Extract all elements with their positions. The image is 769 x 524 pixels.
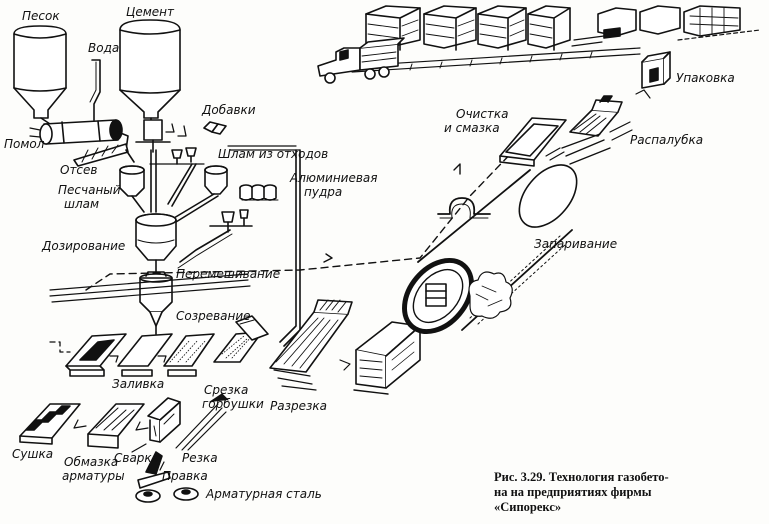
sieve [73,143,135,167]
steam-cloud [468,271,513,319]
label-rod-cutting: Резка [182,451,218,465]
truck [317,37,405,84]
caption-line-2: на на предприятиях фирмы [494,485,652,499]
mould-pouring [65,333,127,377]
dosing-vessel [135,213,177,273]
caption-line-3: «Сипорекс» [494,500,562,514]
label-waste-slurry: Шлам из отходов [218,147,329,161]
caption-line-1: Рис. 3.29. Технология газобето- [494,470,669,484]
dispatch-rails [351,47,641,73]
block-stack-cart [353,321,421,395]
sand-silo [13,25,67,125]
label-additives: Добавки [202,103,256,117]
label-maturing: Созревание [176,309,251,323]
label-trimming-line1: Срезка [204,383,249,397]
label-welding: Сварка [114,451,160,465]
label-cement: Цемент [126,5,174,19]
coating-tank [87,403,145,449]
label-cleaning-line1: Очистка [456,107,509,121]
label-packing: Упаковка [676,71,735,85]
label-sand-slurry-line1: Песчаный [58,183,121,197]
label-cutting: Разрезка [270,399,327,413]
cement-weigher [135,119,187,153]
label-dosing: Дозирование [42,239,126,253]
autoclave [402,164,578,335]
label-drying: Сушка [12,447,54,461]
label-steaming: Запаривание [534,237,618,251]
waste-slurry-tank [204,165,228,195]
mould-maturing-1 [117,333,173,377]
additive-bags [203,121,227,135]
sand-slurry-tank [119,165,145,213]
ball-mill [29,119,129,151]
mould-maturing-2 [163,333,215,377]
mould-return-line [85,143,521,291]
label-coating-line1: Обмазка [64,455,119,469]
label-trimming-line2: горбушки [202,397,264,411]
warehouse-stacks [365,5,761,51]
label-grinding: Помол [4,137,45,151]
rod-cutter [175,393,229,451]
aluminium-drums [239,184,279,201]
steel-coils [135,487,199,503]
label-aluminium-line1: Алюминиевая [290,171,378,185]
aluminium-doser [177,209,253,269]
label-aluminium-line2: пудра [304,185,343,199]
label-water: Вода [88,41,120,55]
label-mixing: Перемешивание [176,267,281,281]
additive-dosers [149,147,205,165]
label-pouring: Заливка [112,377,165,391]
steam-pipe [437,197,491,215]
label-demoulding: Распалубка [630,133,704,147]
floor-lines [49,273,251,303]
feed-pipes [150,149,219,223]
figure-caption: Рис. 3.29. Технология газобето- на на пр… [494,470,766,515]
label-cleaning-line2: и смазка [444,121,500,135]
drying-unit [19,403,81,445]
cement-silo [119,19,181,124]
mould-trimming [213,315,269,363]
label-sieve: Отсев [60,163,98,177]
cleaning-mould [499,117,567,167]
label-coating-line2: арматуры [62,469,125,483]
label-sand-slurry-line2: шлам [64,197,100,211]
label-rebar-steel: Арматурная сталь [206,487,322,501]
label-sand: Песок [22,9,60,23]
welding-machine [131,397,181,453]
straightening-rollers [137,451,171,489]
demoulding-unit [561,95,633,165]
water-pipe [91,59,101,121]
cutting-machine [269,299,353,391]
label-straightening: Правка [162,469,208,483]
packing-machine [635,51,671,99]
